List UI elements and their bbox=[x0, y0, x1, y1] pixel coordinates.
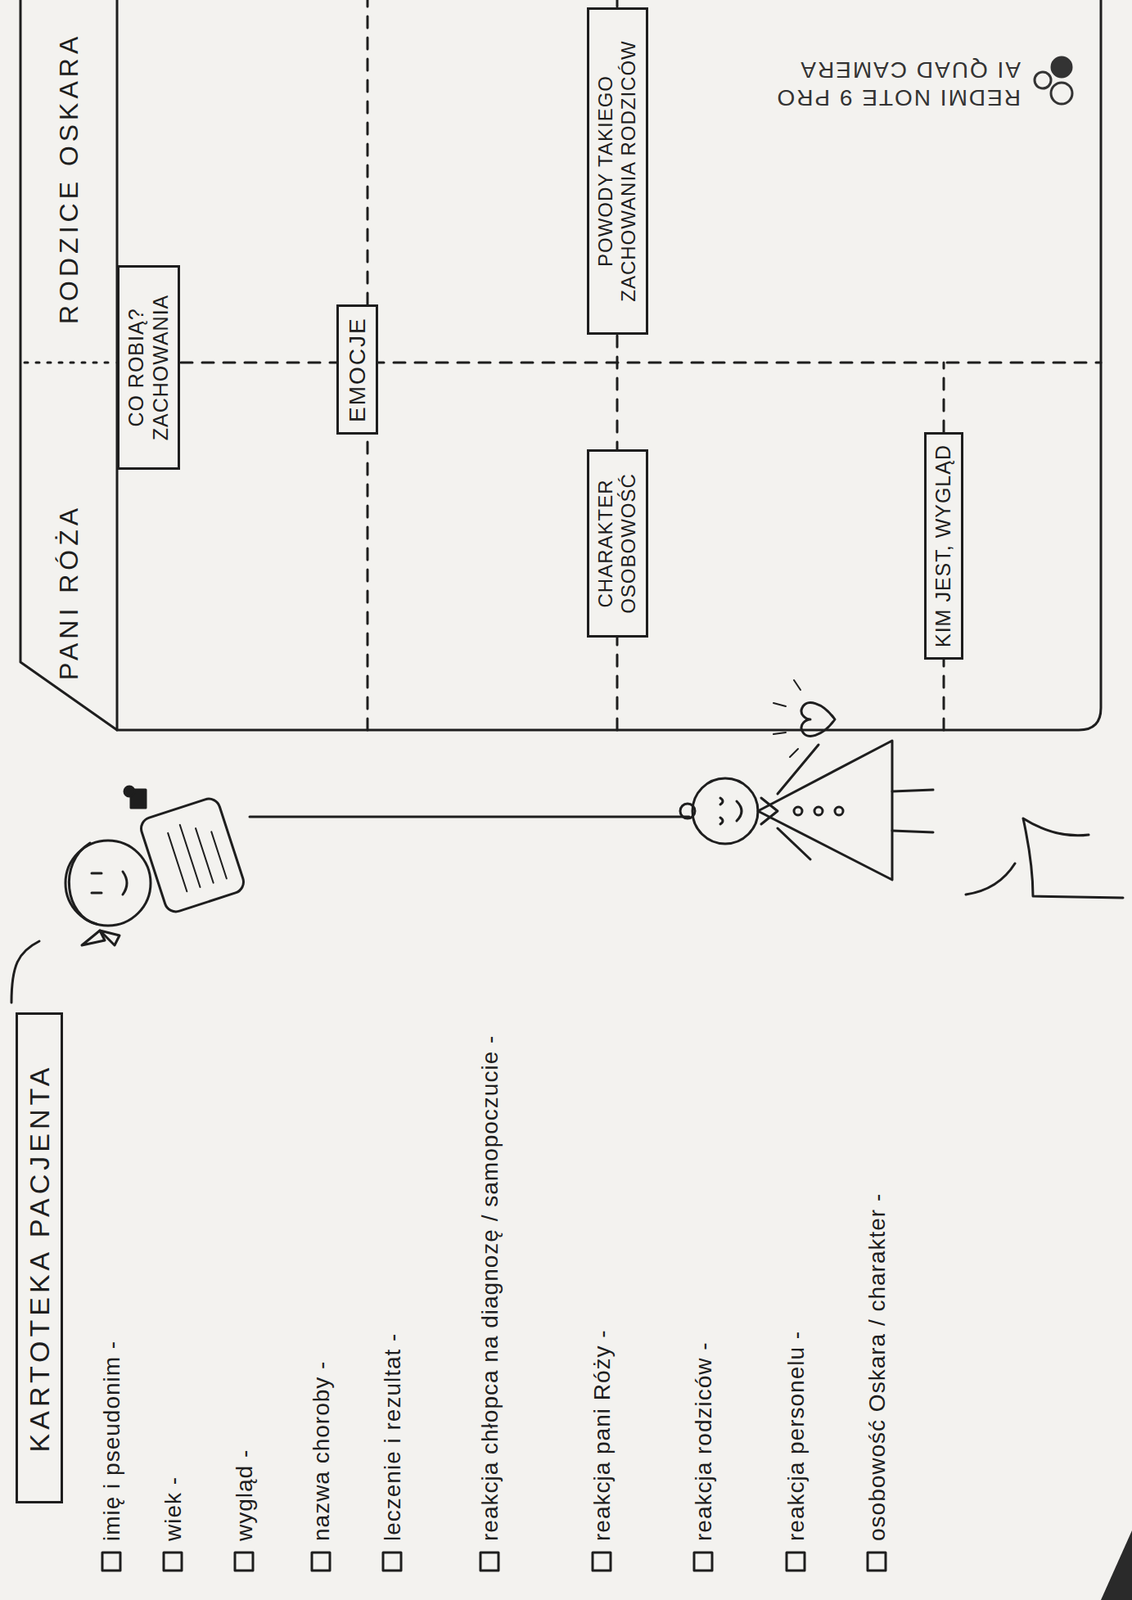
box-text: CO ROBIĄ? ZACHOWANIA bbox=[124, 277, 173, 458]
checklist-item: reakcja rodziców - bbox=[690, 1341, 718, 1542]
table-frame bbox=[20, 0, 1101, 731]
leader-curve bbox=[11, 941, 40, 1003]
link-line bbox=[249, 816, 690, 819]
camera-icon bbox=[1030, 50, 1080, 109]
topic-box: POWODY TAKIEGO ZACHOWANIA RODZICÓW bbox=[586, 7, 649, 335]
topic-box: CHARAKTER OSOBOWOŚĆ bbox=[586, 449, 649, 638]
topic-box: CO ROBIĄ? ZACHOWANIA bbox=[117, 265, 181, 470]
rose-figure bbox=[680, 680, 934, 880]
corner-shadow bbox=[1100, 1530, 1132, 1600]
checklist-item: leczenie i rezultat - bbox=[378, 1333, 407, 1542]
column-header: RODZICE OSKARA bbox=[53, 32, 85, 325]
watermark-text: REDMI NOTE 9 PRO bbox=[775, 83, 1021, 112]
camera-watermark: REDMI NOTE 9 PROAI QUAD CAMERA bbox=[732, 37, 1085, 120]
box-text: EMOCJE bbox=[343, 316, 371, 423]
box-text: POWODY TAKIEGO ZACHOWANIA RODZICÓW bbox=[594, 19, 641, 323]
topic-box: EMOCJE bbox=[336, 304, 379, 435]
checklist-item: wiek - bbox=[159, 1476, 188, 1542]
checklist-item: imię i pseudonim - bbox=[98, 1340, 127, 1542]
watermark-text: AI QUAD CAMERA bbox=[775, 56, 1021, 85]
box-text: KIM JEST, WYGLĄD bbox=[931, 444, 957, 648]
checklist-item: reakcja personelu - bbox=[782, 1330, 811, 1542]
title-box: KARTOTEKA PACJENTA bbox=[15, 1012, 64, 1504]
checklist-item: reakcja pani Róży - bbox=[588, 1329, 617, 1542]
column-header: PANI RÓŻA bbox=[53, 504, 85, 681]
checklist-item: wygląd - bbox=[230, 1449, 259, 1542]
patient-figure bbox=[65, 786, 247, 946]
topic-box: KIM JEST, WYGLĄD bbox=[924, 432, 964, 660]
checklist-item: osobowość Oskara / charakter - bbox=[863, 1193, 892, 1542]
box-text: KARTOTEKA PACJENTA bbox=[22, 1024, 56, 1492]
checkboxes bbox=[102, 1552, 886, 1571]
checklist-item: nazwa choroby - bbox=[307, 1361, 336, 1542]
box-text: CHARAKTER OSOBOWOŚĆ bbox=[594, 461, 641, 626]
watermark-text: REDMI NOTE 9 PROAI QUAD CAMERA bbox=[775, 56, 1021, 112]
page-curl bbox=[965, 818, 1123, 898]
checklist-item: reakcja chłopca na diagnozę / samopoczuc… bbox=[476, 1035, 505, 1542]
